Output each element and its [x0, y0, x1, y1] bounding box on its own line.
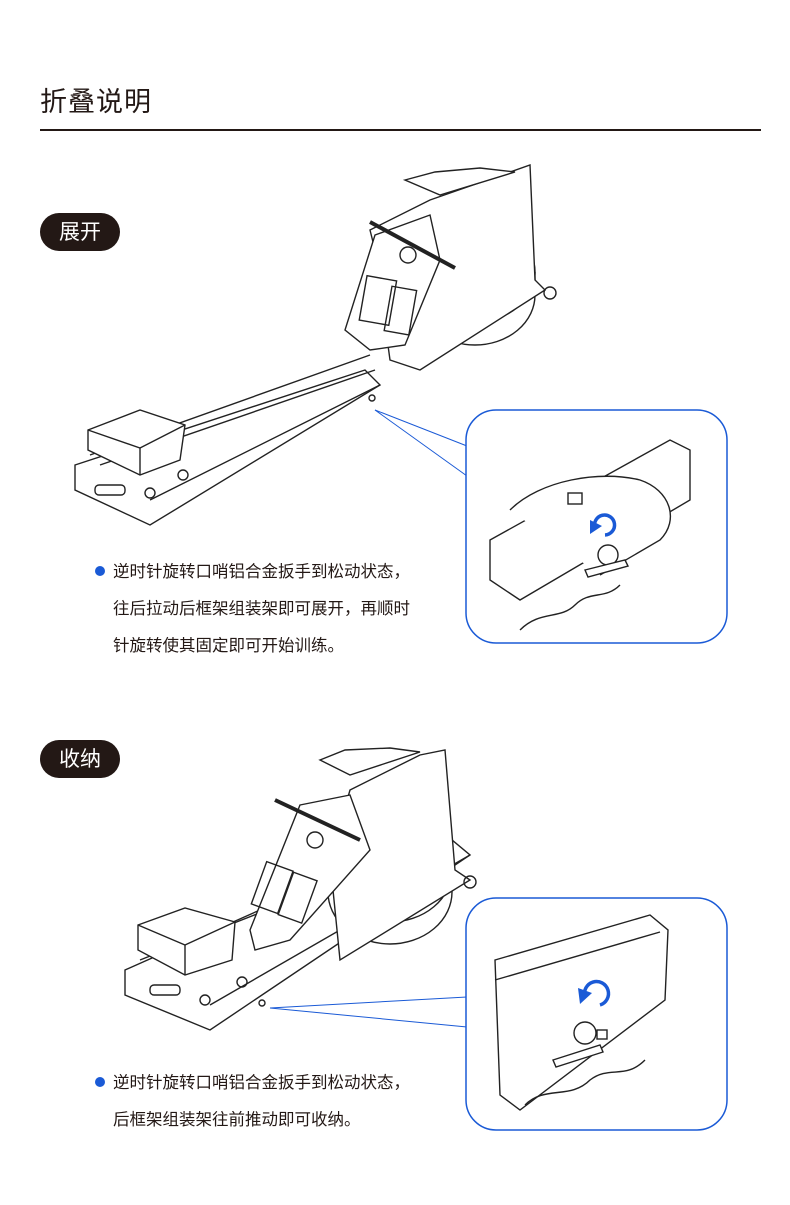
- instruction-list-fold: 逆时针旋转口哨铝合金扳手到松动状态， 后框架组装架往前推动即可收纳。: [95, 1064, 410, 1138]
- instruction-line: 往后拉动后框架组装架即可展开，再顺时: [113, 599, 410, 618]
- rowing-machine-unfolded-illustration: [74, 164, 728, 644]
- wrench-detail-callout-unfold: [465, 409, 728, 644]
- section-badge-unfold: 展开: [40, 213, 120, 251]
- instruction-line: 逆时针旋转口哨铝合金扳手到松动状态，: [113, 562, 410, 581]
- section-badge-fold: 收纳: [40, 740, 120, 778]
- instruction-line: 后框架组装架往前推动即可收纳。: [113, 1110, 361, 1129]
- instruction-line: 逆时针旋转口哨铝合金扳手到松动状态，: [113, 1073, 410, 1092]
- instruction-list-unfold: 逆时针旋转口哨铝合金扳手到松动状态， 往后拉动后框架组装架即可展开，再顺时 针旋…: [95, 553, 410, 664]
- bullet-dot: [95, 1077, 105, 1087]
- wrench-detail-callout-fold: [465, 897, 728, 1131]
- instruction-line: 针旋转使其固定即可开始训练。: [113, 636, 344, 655]
- page-title: 折叠说明: [40, 87, 152, 118]
- rowing-machine-folded-illustration: [124, 747, 728, 1131]
- title-divider: [40, 129, 761, 131]
- bullet-dot: [95, 566, 105, 576]
